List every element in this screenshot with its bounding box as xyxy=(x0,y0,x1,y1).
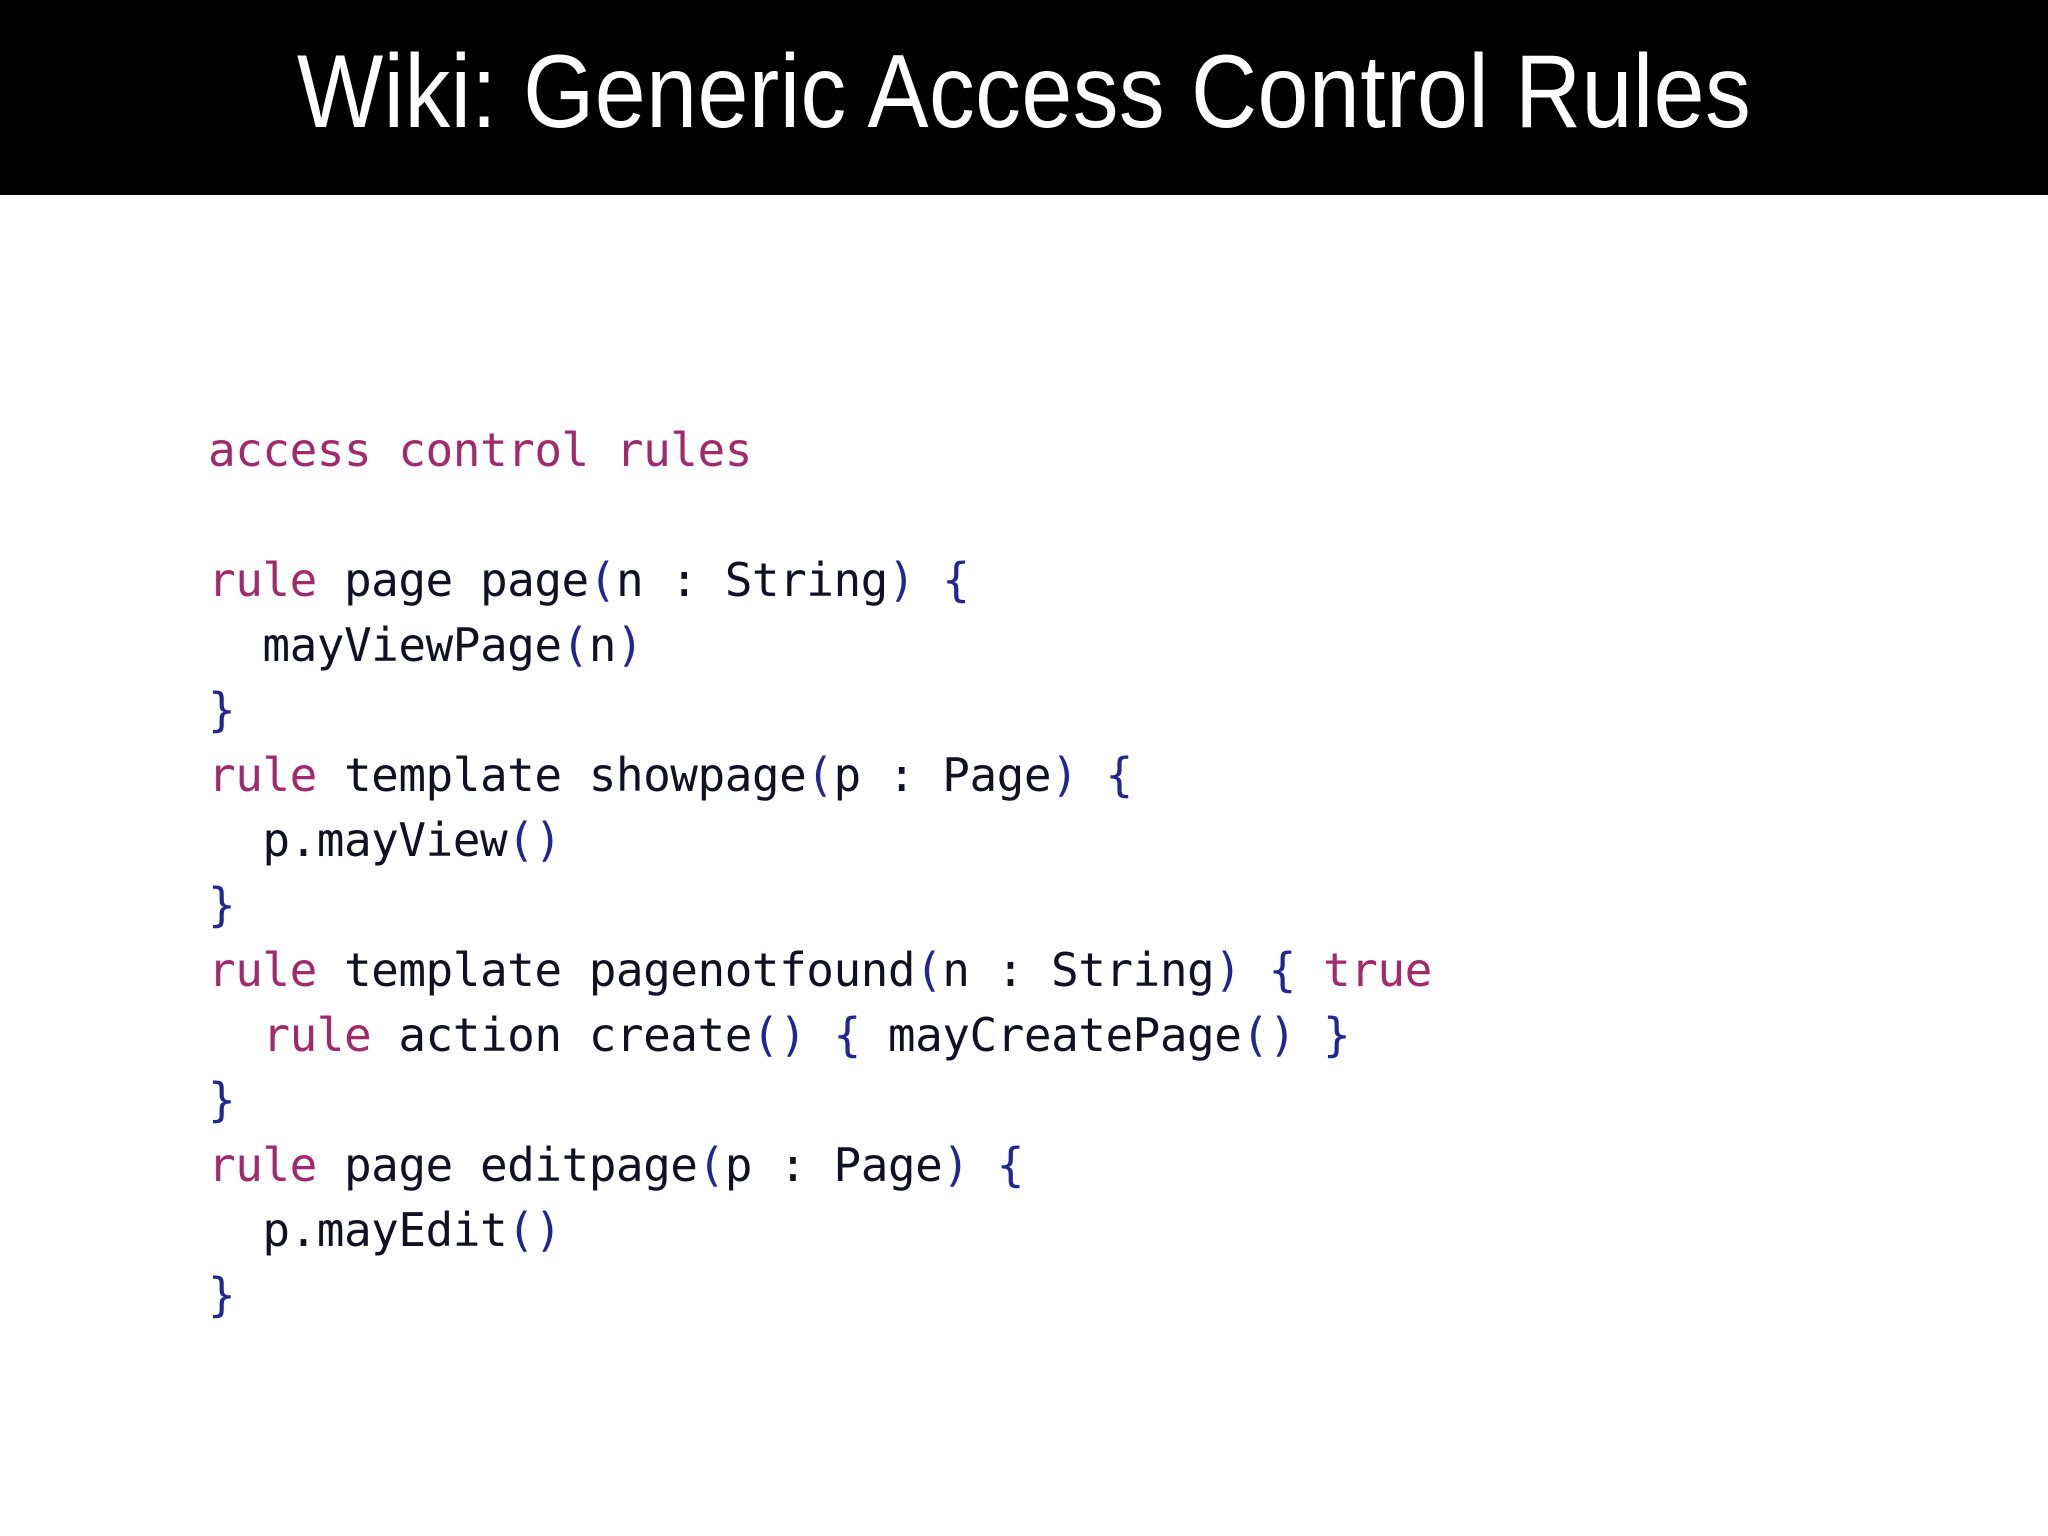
code-block: access control rules rule page page(n : … xyxy=(208,418,1908,1328)
line-rule-page-token-6: { xyxy=(942,553,970,607)
line-close-4-token-0: } xyxy=(208,1268,236,1322)
line-mayviewpage-token-0: mayViewPage xyxy=(262,618,562,672)
line-rule-pnf-token-3: n : String xyxy=(942,943,1215,997)
line-p-mayedit: p.mayEdit() xyxy=(208,1198,1908,1263)
line-rule-editpage-token-3: p : Page xyxy=(724,1138,943,1192)
line-rule-create-token-5: mayCreatePage xyxy=(860,1008,1242,1062)
line-p-mayedit-token-0: p.mayEdit xyxy=(262,1203,508,1257)
line-rule-pnf-token-1: template pagenotfound xyxy=(316,943,916,997)
line-rule-showpage: rule template showpage(p : Page) { xyxy=(208,743,1908,808)
line-rule-pnf-token-7 xyxy=(1296,943,1323,997)
line-rule-editpage-token-4: ) xyxy=(942,1138,970,1192)
line-rule-create-token-1: action create xyxy=(371,1008,752,1062)
line-rule-showpage-token-3: p : Page xyxy=(833,748,1052,802)
line-rule-page-token-0: rule xyxy=(208,553,317,607)
indent-space xyxy=(208,1008,262,1062)
line-mayviewpage-token-3: ) xyxy=(615,618,644,672)
line-rule-showpage-token-4: ) xyxy=(1051,748,1079,802)
line-rule-editpage-token-2: ( xyxy=(697,1138,726,1192)
line-rule-pnf-token-6: { xyxy=(1268,943,1297,997)
line-p-mayview-token-1: () xyxy=(507,813,562,867)
line-rule-showpage-token-5 xyxy=(1078,748,1105,802)
line-heading: access control rules xyxy=(208,418,1908,483)
line-rule-pnf-token-0: rule xyxy=(208,943,317,997)
line-close-1: } xyxy=(208,678,1908,743)
line-p-mayview: p.mayView() xyxy=(208,808,1908,873)
line-rule-editpage-token-1: page editpage xyxy=(316,1138,698,1192)
line-blank-1 xyxy=(208,483,1908,548)
line-rule-page-token-5 xyxy=(915,553,942,607)
page-title: Wiki: Generic Access Control Rules xyxy=(296,33,1752,150)
line-rule-editpage-token-0: rule xyxy=(208,1138,317,1192)
line-rule-page-token-1: page page xyxy=(316,553,589,607)
indent-space xyxy=(208,618,262,672)
indent-space xyxy=(208,813,262,867)
line-rule-create-token-2: () xyxy=(751,1008,807,1062)
indent-space xyxy=(208,1203,262,1257)
line-rule-page: rule page page(n : String) { xyxy=(208,548,1908,613)
line-rule-showpage-token-1: template showpage xyxy=(316,748,807,802)
line-close-4: } xyxy=(208,1263,1908,1328)
line-rule-page-token-2: ( xyxy=(588,553,617,607)
line-rule-showpage-token-6: { xyxy=(1105,748,1133,802)
line-rule-page-token-4: ) xyxy=(887,553,916,607)
line-rule-create-token-0: rule xyxy=(262,1008,372,1062)
line-close-2: } xyxy=(208,873,1908,938)
line-rule-pnf-token-5 xyxy=(1241,943,1268,997)
line-rule-create-token-3 xyxy=(806,1008,833,1062)
line-blank-1-token-0 xyxy=(208,488,235,542)
title-banner: Wiki: Generic Access Control Rules xyxy=(0,0,2048,195)
line-rule-pnf: rule template pagenotfound(n : String) {… xyxy=(208,938,1908,1003)
line-rule-pnf-token-8: true xyxy=(1323,943,1432,997)
line-rule-editpage-token-5 xyxy=(969,1138,996,1192)
line-rule-editpage: rule page editpage(p : Page) { xyxy=(208,1133,1908,1198)
line-rule-showpage-token-2: ( xyxy=(806,748,834,802)
line-rule-pnf-token-2: ( xyxy=(915,943,943,997)
line-rule-showpage-token-0: rule xyxy=(208,748,317,802)
line-close-2-token-0: } xyxy=(208,878,236,932)
line-rule-page-token-3: n : String xyxy=(615,553,888,607)
line-mayviewpage: mayViewPage(n) xyxy=(208,613,1908,678)
line-rule-pnf-token-4: ) xyxy=(1214,943,1242,997)
line-heading-token-0: access control rules xyxy=(208,423,752,477)
line-rule-create-token-8: } xyxy=(1323,1008,1351,1062)
line-mayviewpage-token-2: n xyxy=(588,618,617,672)
line-rule-create-token-4: { xyxy=(833,1008,862,1062)
line-close-3-token-0: } xyxy=(208,1073,236,1127)
line-rule-create-token-7 xyxy=(1296,1008,1323,1062)
line-rule-editpage-token-6: { xyxy=(996,1138,1025,1192)
line-mayviewpage-token-1: ( xyxy=(561,618,590,672)
line-rule-create-token-6: () xyxy=(1241,1008,1296,1062)
line-close-1-token-0: } xyxy=(208,683,236,737)
line-rule-create: rule action create() { mayCreatePage() } xyxy=(208,1003,1908,1068)
line-p-mayedit-token-1: () xyxy=(507,1203,562,1257)
line-p-mayview-token-0: p.mayView xyxy=(262,813,508,867)
line-close-3: } xyxy=(208,1068,1908,1133)
